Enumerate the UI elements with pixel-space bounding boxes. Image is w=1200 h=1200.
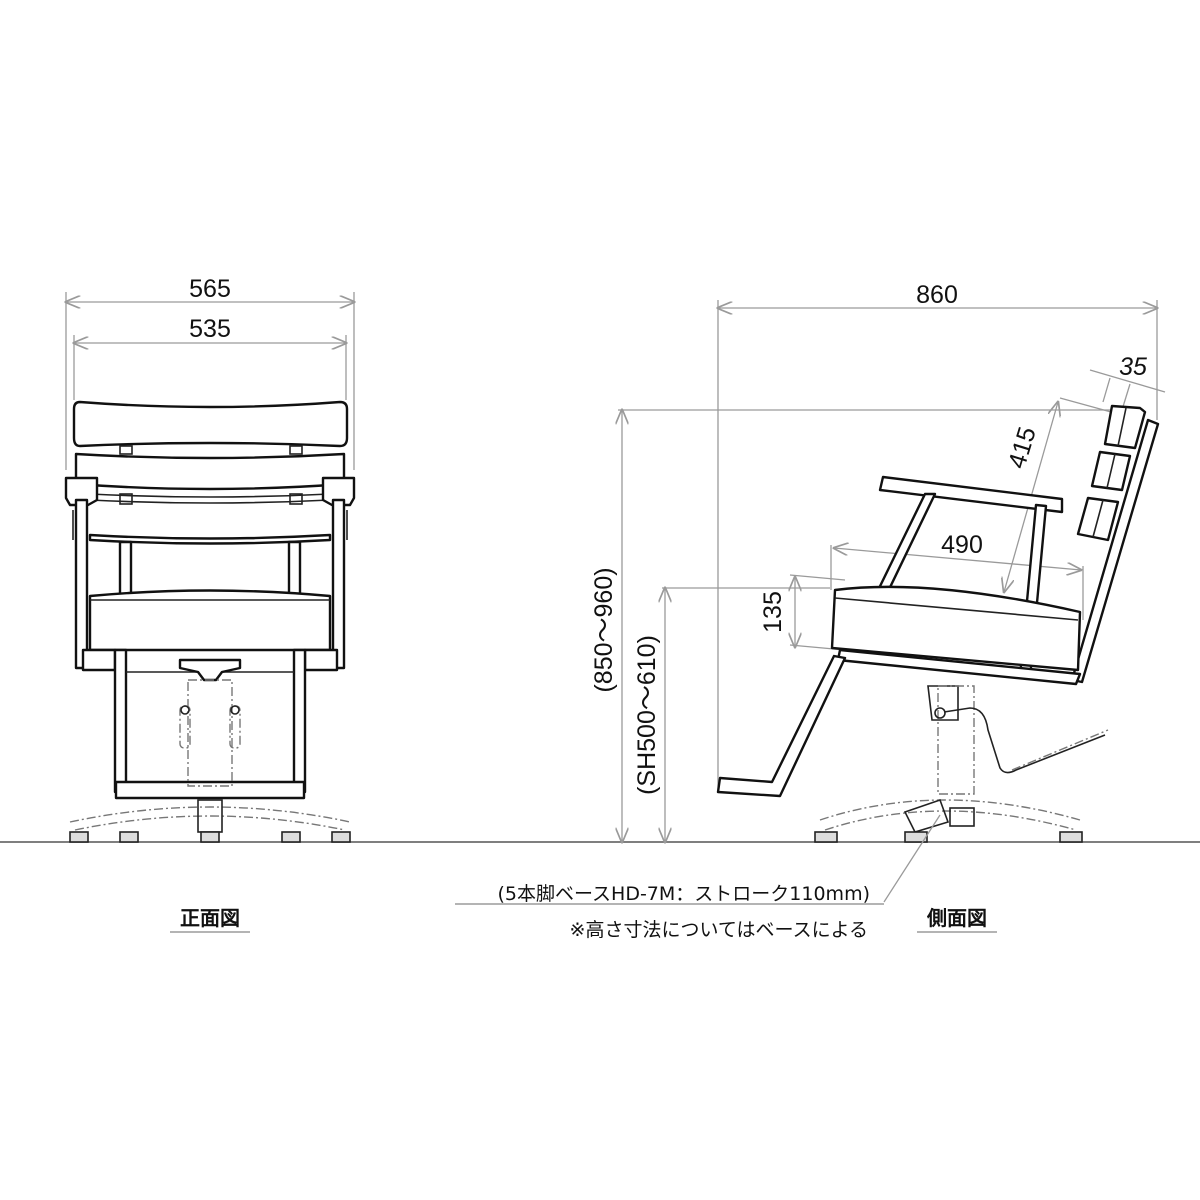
right-arm-post <box>331 498 346 670</box>
side-view-label: 側面図 <box>926 906 987 930</box>
front-base-outline <box>69 806 351 823</box>
left-arm-post <box>74 498 89 670</box>
side-seat-cushion <box>830 585 1082 672</box>
footrest-bar <box>114 780 306 800</box>
dim-back-width: 535 <box>189 315 231 343</box>
dim-back-thickness: 35 <box>1119 353 1147 381</box>
dim-overall-height: (850～960) <box>590 567 618 692</box>
dim-seat-depth: 490 <box>941 531 983 559</box>
side-armrest <box>878 475 1064 514</box>
backrest-top-panel <box>72 400 349 448</box>
side-view: 860 35 (850～960) (SH500～610) 135 490 415 <box>590 281 1166 903</box>
footrest-frame <box>716 654 847 798</box>
pump-pedal <box>943 707 1106 774</box>
hydraulic-cap <box>178 658 242 682</box>
dim-back-height: 415 <box>1003 424 1042 472</box>
height-note: ※高さ寸法についてはベースによる <box>570 919 868 941</box>
backrest-middle-panel <box>74 452 346 491</box>
dim-overall-width: 565 <box>189 275 231 303</box>
dim-overall-depth: 860 <box>916 281 958 309</box>
dim-seat-thickness: 135 <box>759 591 787 633</box>
seat-cushion <box>88 589 332 652</box>
front-view-label: 正面図 <box>180 906 240 930</box>
right-armrest-cap <box>321 476 356 507</box>
backrest-pads <box>1076 404 1147 542</box>
front-view: 565 535 <box>66 275 356 843</box>
back-frame <box>1070 418 1160 684</box>
side-base-outline <box>819 799 1081 821</box>
dim-seat-height: (SH500～610) <box>633 635 661 795</box>
base-spec-note: (5本脚ベースHD-7M：ストローク110mm) <box>497 883 870 905</box>
